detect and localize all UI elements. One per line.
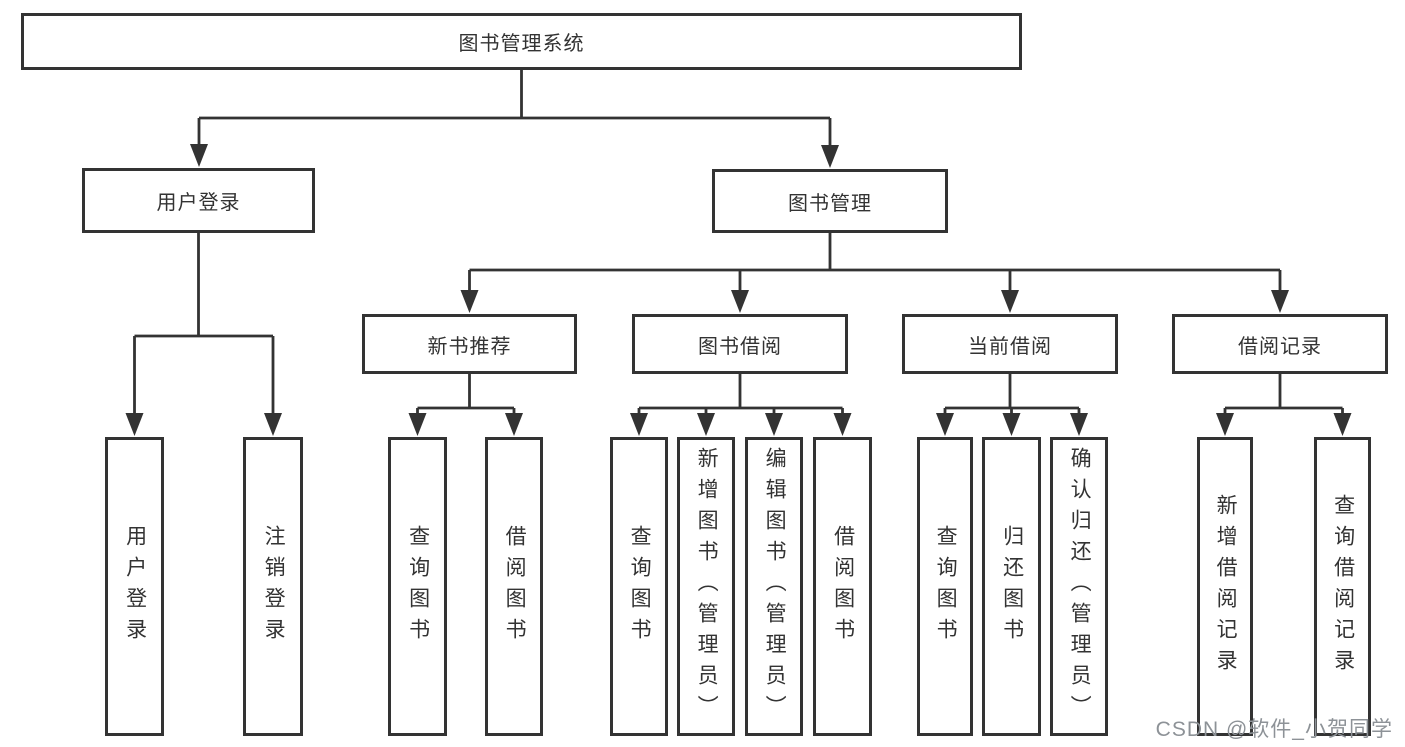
- arrow-down-icon: [1002, 413, 1021, 436]
- arrow-down-icon: [833, 413, 852, 436]
- arrowheads: [125, 144, 1352, 436]
- arrow-down-icon: [1333, 413, 1352, 436]
- node-book-management: 图书管理: [712, 169, 948, 233]
- arrow-down-icon: [731, 290, 749, 313]
- leaf-add-book-admin: 新增图书（管理员）: [677, 437, 735, 736]
- connector-borrow-record: [1223, 374, 1344, 420]
- leaf-add-borrow-record: 新增借阅记录: [1197, 437, 1253, 736]
- leaf-user-login: 用户登录: [105, 437, 164, 736]
- connector-new-book-recommend: [416, 374, 516, 420]
- arrow-down-icon: [697, 413, 715, 436]
- leaf-query-books-borrow: 查询图书: [610, 437, 668, 736]
- node-book-borrow: 图书借阅: [632, 314, 848, 374]
- leaf-query-books-current: 查询图书: [917, 437, 973, 736]
- arrow-down-icon: [505, 413, 523, 436]
- arrow-down-icon: [936, 413, 954, 436]
- arrow-down-icon: [765, 413, 783, 436]
- connector-book-borrow: [637, 374, 844, 420]
- leaf-borrow-books: 借阅图书: [813, 437, 872, 736]
- arrow-down-icon: [630, 413, 648, 436]
- arrow-down-icon: [190, 144, 208, 167]
- arrow-down-icon: [1216, 413, 1234, 436]
- leaf-borrow-books-recommend: 借阅图书: [485, 437, 543, 736]
- arrow-down-icon: [1001, 290, 1019, 313]
- arrow-down-icon: [1070, 413, 1088, 436]
- node-new-book-recommend: 新书推荐: [362, 314, 577, 374]
- leaf-confirm-return-admin: 确认归还（管理员）: [1050, 437, 1108, 736]
- node-user-login: 用户登录: [82, 168, 315, 233]
- arrow-down-icon: [125, 413, 144, 436]
- csdn-watermark: CSDN @软件_小贺同学: [1155, 718, 1393, 741]
- leaf-query-books-recommend: 查询图书: [388, 437, 447, 736]
- leaf-return-books: 归还图书: [982, 437, 1041, 736]
- connector-user-login: [133, 233, 275, 420]
- leaf-edit-book-admin: 编辑图书（管理员）: [745, 437, 803, 736]
- node-root-system: 图书管理系统: [21, 13, 1022, 70]
- leaf-query-borrow-record: 查询借阅记录: [1314, 437, 1371, 736]
- arrow-down-icon: [460, 290, 479, 313]
- arrow-down-icon: [408, 413, 427, 436]
- node-borrow-record: 借阅记录: [1172, 314, 1388, 374]
- arrow-down-icon: [1271, 290, 1289, 313]
- node-current-borrow: 当前借阅: [902, 314, 1118, 374]
- connector-book-mgmt: [468, 233, 1282, 297]
- connector-root: [197, 70, 832, 151]
- arrow-down-icon: [821, 145, 839, 168]
- leaf-logout: 注销登录: [243, 437, 303, 736]
- arrow-down-icon: [264, 413, 282, 436]
